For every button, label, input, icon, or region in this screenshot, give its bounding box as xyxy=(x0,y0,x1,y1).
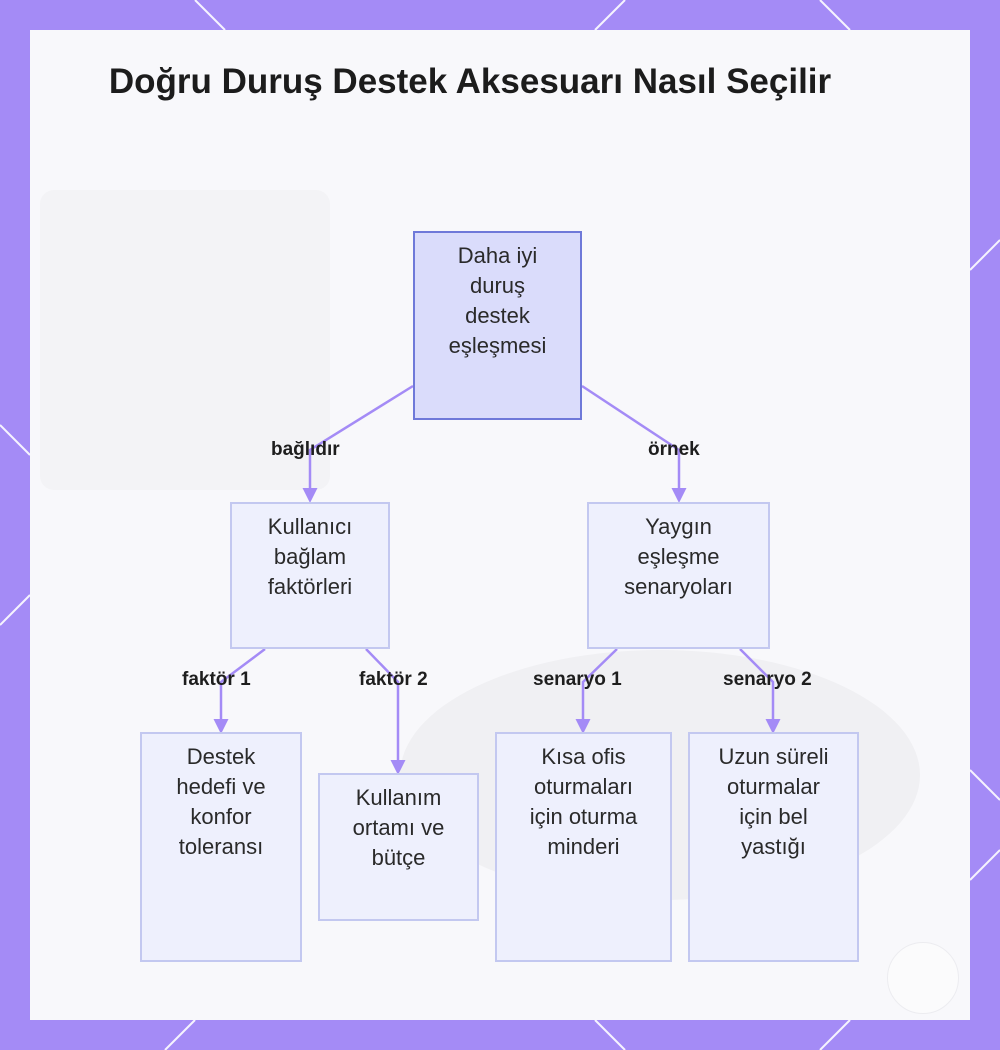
node-goal-label: Destek hedefi ve konfor toleransı xyxy=(176,744,266,859)
node-long-sitting: Uzun süreli oturmalar için bel yastığı xyxy=(688,732,859,962)
node-environment: Kullanım ortamı ve bütçe xyxy=(318,773,479,921)
node-short-sitting: Kısa ofis oturmaları için oturma minderi xyxy=(495,732,672,962)
edge-scenarios-short xyxy=(575,648,618,734)
edge-context-goal xyxy=(213,648,266,734)
node-root-label: Daha iyi duruş destek eşleşmesi xyxy=(448,243,547,358)
node-root: Daha iyi duruş destek eşleşmesi xyxy=(413,231,582,420)
node-long-sitting-label: Uzun süreli oturmalar için bel yastığı xyxy=(718,744,829,859)
edge-root-scenarios xyxy=(581,384,687,503)
node-short-sitting-label: Kısa ofis oturmaları için oturma minderi xyxy=(529,744,638,859)
edge-context-environment xyxy=(365,648,406,775)
edge-label-root-scenarios: örnek xyxy=(648,439,700,460)
edge-label-context-goal: faktör 1 xyxy=(182,669,251,690)
node-context: Kullanıcı bağlam faktörleri xyxy=(230,502,390,649)
edge-label-root-context: bağlıdır xyxy=(271,439,340,460)
edge-label-scenarios-long: senaryo 2 xyxy=(723,669,812,690)
node-goal: Destek hedefi ve konfor toleransı xyxy=(140,732,302,962)
node-scenarios: Yaygın eşleşme senaryoları xyxy=(587,502,770,649)
edge-root-context xyxy=(302,384,414,503)
diagram-title: Doğru Duruş Destek Aksesuarı Nasıl Seçil… xyxy=(108,62,832,101)
watermark-logo xyxy=(887,942,959,1014)
background-ghost-panel xyxy=(40,190,330,490)
node-environment-label: Kullanım ortamı ve bütçe xyxy=(352,785,445,870)
edge-label-context-environment: faktör 2 xyxy=(359,669,428,690)
edge-scenarios-long xyxy=(739,648,781,734)
node-context-label: Kullanıcı bağlam faktörleri xyxy=(267,514,353,599)
node-scenarios-label: Yaygın eşleşme senaryoları xyxy=(624,514,733,599)
edge-label-scenarios-short: senaryo 1 xyxy=(533,669,622,690)
